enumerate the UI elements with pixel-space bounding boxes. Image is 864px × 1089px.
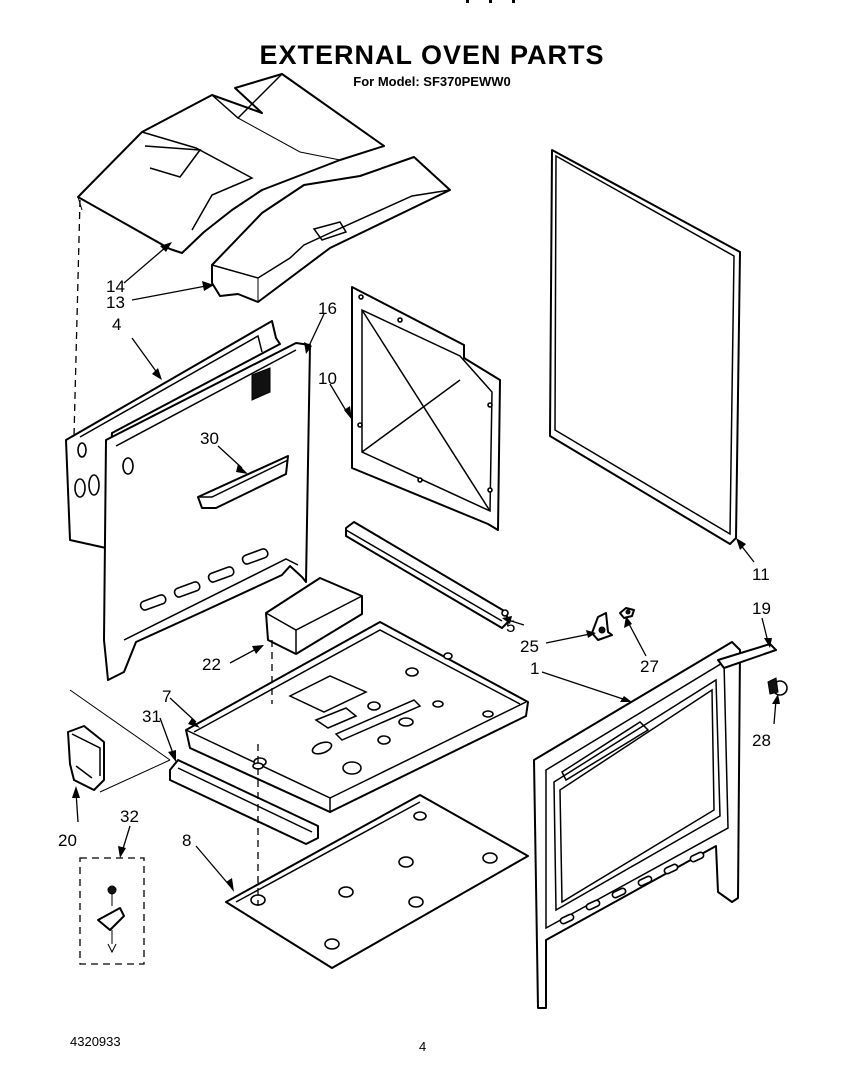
callout-28: 28 [752, 731, 771, 750]
part-31-channel [169, 759, 319, 845]
part-7-oven-bottom [185, 621, 529, 814]
callout-22: 22 [202, 655, 221, 674]
part-27-clip [619, 607, 635, 619]
callout-31: 31 [142, 707, 161, 726]
part-30-bracket [197, 455, 289, 509]
model-subtitle: For Model: SF370PEWW0 [353, 74, 511, 89]
part-5-rail [345, 521, 509, 629]
part-19-bracket [717, 643, 777, 669]
callout-25: 25 [520, 637, 539, 656]
part-32-kit-box [79, 857, 145, 965]
part-28-latch [767, 677, 788, 696]
callout-8: 8 [182, 831, 191, 850]
scan-mark [512, 0, 515, 3]
alignment-lines [69, 199, 273, 906]
part-8-bottom-plate [225, 762, 529, 969]
callout-32: 32 [120, 807, 139, 826]
callout-13: 13 [106, 293, 125, 312]
part-25-knob [591, 612, 613, 641]
callout-11: 11 [752, 565, 770, 584]
scan-mark [489, 0, 492, 3]
page-title: EXTERNAL OVEN PARTS [259, 40, 605, 70]
callout-19: 19 [752, 599, 771, 618]
part-11-frame [549, 149, 741, 545]
callout-20: 20 [58, 831, 77, 850]
callout-27: 27 [640, 657, 659, 676]
part-16-side-panel [103, 342, 311, 681]
callout-leaders [72, 242, 780, 892]
callout-10: 10 [318, 369, 337, 388]
callout-5: 5 [506, 617, 515, 636]
document-number: 4320933 [70, 1034, 121, 1049]
callout-4: 4 [112, 315, 121, 334]
part-20-bracket [67, 725, 105, 791]
part-4-side-panel [65, 320, 281, 549]
page-number: 4 [419, 1039, 427, 1054]
callout-labels: 14 13 4 16 10 30 11 5 19 25 27 1 22 7 31… [58, 277, 771, 850]
part-22-cover-box [265, 577, 363, 655]
scan-mark [466, 0, 469, 3]
part-13-top-channel [211, 156, 451, 303]
callout-1: 1 [530, 659, 539, 678]
callout-30: 30 [200, 429, 219, 448]
callout-14: 14 [106, 277, 125, 296]
callout-16: 16 [318, 299, 337, 318]
part-1-front-frame [533, 641, 741, 1009]
callout-7: 7 [162, 687, 171, 706]
part-10-rear-panel [351, 286, 501, 531]
